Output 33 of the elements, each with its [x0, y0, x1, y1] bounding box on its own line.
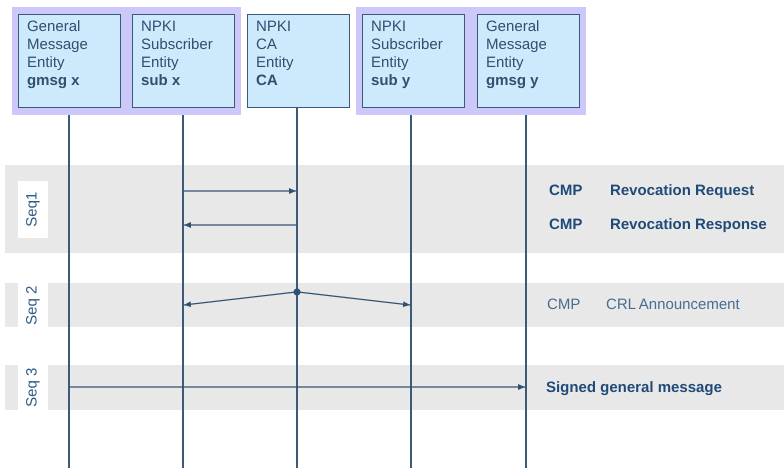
message-arrow — [184, 188, 296, 194]
message-label: Signed general message — [546, 379, 722, 397]
group-band — [356, 7, 586, 115]
lifeline — [525, 115, 527, 468]
lifeline — [182, 115, 184, 468]
message-arrow — [70, 384, 525, 390]
message-label: CMP — [547, 296, 580, 314]
participant-box — [477, 14, 580, 108]
message-arrow — [184, 222, 296, 228]
lifeline — [68, 115, 70, 468]
message-arrow — [184, 291, 296, 308]
message-label: Revocation Request — [610, 182, 754, 200]
message-arrow — [298, 291, 410, 308]
sequence-label: Seq 3 — [22, 368, 42, 408]
lifeline — [410, 115, 412, 468]
sequence-label: Seq1 — [22, 192, 42, 228]
participant-id: gmsg x — [27, 72, 80, 90]
sequence-label: Seq 2 — [22, 285, 42, 325]
participant-id: sub x — [141, 72, 180, 90]
participant-box — [247, 14, 350, 108]
participant-name: NPKI CA Entity — [256, 18, 294, 72]
message-label: CRL Announcement — [606, 296, 740, 314]
participant-box — [18, 14, 121, 108]
participant-id: sub y — [371, 72, 410, 90]
group-band — [12, 7, 241, 115]
participant-box — [362, 14, 465, 108]
participant-id: gmsg y — [486, 72, 539, 90]
participant-box — [132, 14, 235, 108]
lifeline — [296, 108, 298, 468]
message-label: Revocation Response — [610, 216, 767, 234]
message-label: CMP — [549, 182, 582, 200]
message-label: CMP — [549, 216, 582, 234]
participant-id: CA — [256, 72, 278, 90]
